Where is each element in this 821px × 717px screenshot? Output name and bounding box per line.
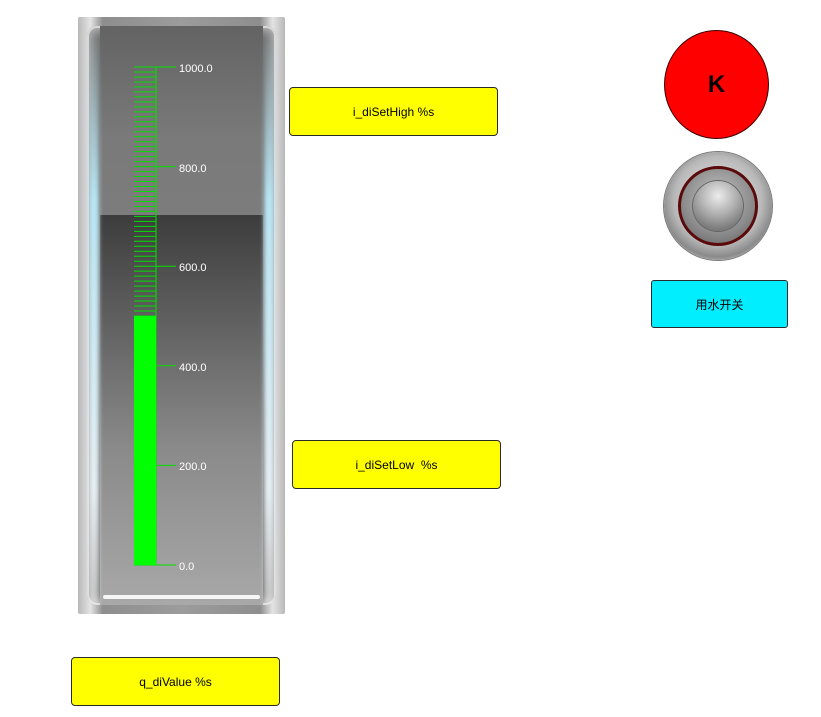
meter-glow-right [264, 26, 274, 605]
tick-label-1000: 1000.0 [179, 63, 213, 75]
meter-level-area [100, 215, 263, 605]
push-button-ring [678, 166, 758, 246]
tick-label-600: 600.0 [179, 262, 207, 274]
water-switch-button[interactable] [664, 152, 772, 260]
tick-label-0: 0.0 [179, 561, 194, 573]
push-button-cap [693, 181, 743, 231]
value-bar [134, 316, 156, 565]
meter-upper-area [100, 26, 263, 215]
indicator-lamp: K [664, 30, 769, 139]
value-field: q_diValue %s [71, 657, 280, 706]
water-switch-label: 用水开关 [651, 280, 788, 328]
tick-label-200: 200.0 [179, 461, 207, 473]
meter-glow-left [89, 26, 99, 605]
major-ticks [156, 66, 176, 566]
meter-body [87, 26, 276, 605]
level-meter [78, 17, 285, 614]
tick-label-400: 400.0 [179, 362, 207, 374]
tick-label-800: 800.0 [179, 163, 207, 175]
tick-labels: 1000.0 800.0 600.0 400.0 200.0 0.0 [179, 63, 213, 573]
set-low-field[interactable]: i_diSetLow %s [292, 440, 501, 489]
meter-bottom-shine [103, 595, 260, 599]
set-high-field[interactable]: i_diSetHigh %s [289, 87, 498, 136]
